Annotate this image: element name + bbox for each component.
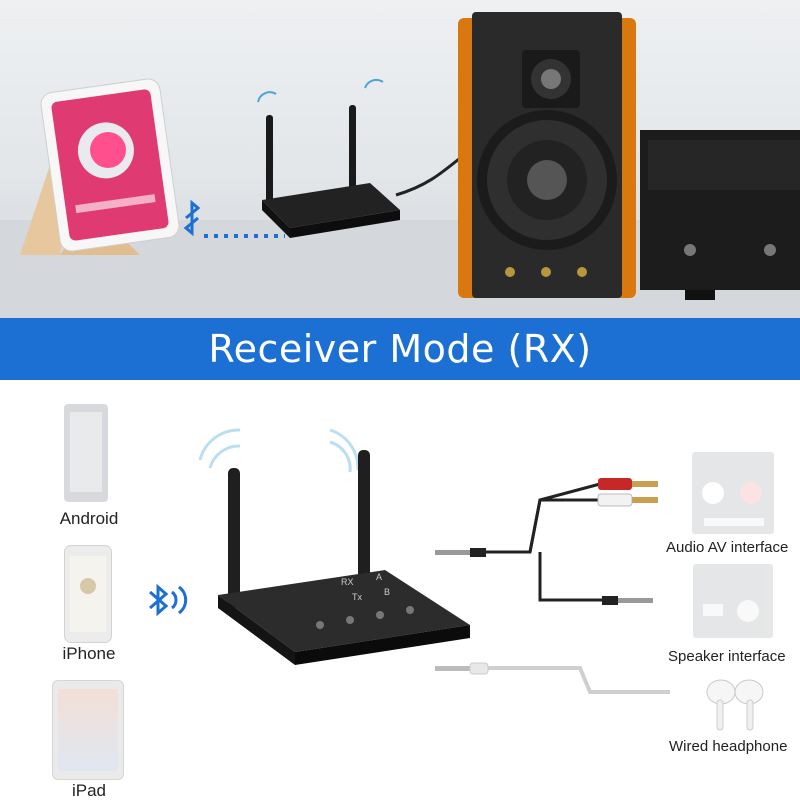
photo-scene-illustration: [0, 12, 800, 318]
receiver-device-small-icon: [257, 79, 400, 238]
output-label-av: Audio AV interface: [666, 539, 789, 556]
receiver-mode-label-a: A: [376, 572, 383, 582]
av-amplifier-icon: [640, 130, 800, 300]
speaker-aux-interface-icon: [693, 564, 773, 638]
rca-white-plug-icon: [597, 493, 633, 507]
receiver-mode-label-rx: RX: [341, 577, 354, 587]
rca-red-plug-icon: [598, 478, 632, 490]
bookshelf-speaker-icon: [458, 12, 636, 298]
banner-title: Receiver Mode (RX): [208, 327, 592, 371]
mode-banner: Receiver Mode (RX): [0, 318, 800, 380]
bt-receiver-device: [198, 428, 470, 665]
rca-av-interface-icon: [692, 452, 774, 534]
ipad-icon: [52, 680, 124, 780]
receiver-mode-label-tx: Tx: [352, 592, 362, 602]
android-phone-icon: [64, 404, 108, 502]
source-device-label-android: Android: [59, 509, 119, 528]
output-label-speaker: Speaker interface: [668, 648, 786, 665]
receiver-mode-label-b: B: [384, 587, 391, 597]
wired-headphone-icon: [706, 679, 764, 731]
bluetooth-link-icon: [183, 199, 285, 238]
iphone-icon: [64, 545, 112, 643]
phone-on-stand-icon: [20, 78, 180, 255]
source-device-label-iphone: iPhone: [62, 644, 116, 663]
source-device-label-ipad: iPad: [71, 781, 107, 800]
bluetooth-signal-icon: [149, 583, 188, 617]
product-photo-scene: [0, 0, 800, 318]
audio-cables: [435, 478, 670, 694]
output-label-headphone: Wired headphone: [669, 738, 788, 755]
